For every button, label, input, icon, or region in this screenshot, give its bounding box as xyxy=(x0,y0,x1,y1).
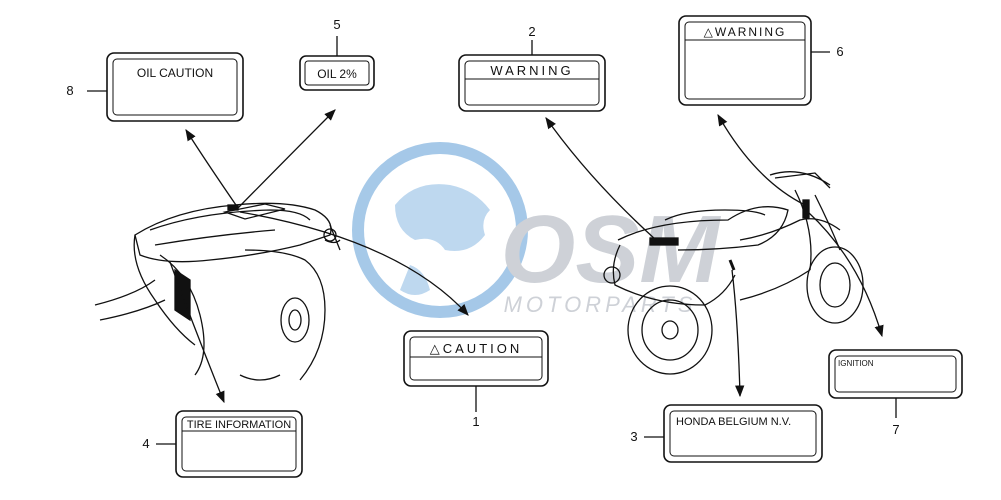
scooter-side-illustration xyxy=(603,171,864,375)
callout-5: 5 xyxy=(333,17,340,32)
callout-8: 8 xyxy=(66,83,73,98)
label-2-text: WARNING xyxy=(490,63,573,78)
watermark-logo: OSM MOTORPARTS xyxy=(352,142,721,318)
label-5-text: OIL 2% xyxy=(317,67,357,81)
label-6-text: △WARNING xyxy=(704,25,787,39)
label-5-oil-2-percent: OIL 2% 5 xyxy=(299,17,375,91)
label-8-oil-caution: OIL CAUTION 8 xyxy=(66,52,244,122)
callout-2: 2 xyxy=(528,24,535,39)
globe-continents-icon xyxy=(395,184,490,295)
callout-4: 4 xyxy=(142,436,149,451)
callout-6: 6 xyxy=(836,44,843,59)
label-7-ignition: IGNITION 7 xyxy=(828,349,963,437)
label-2-warning: WARNING 2 xyxy=(458,24,606,112)
label-1-text: △CAUTION xyxy=(430,341,523,356)
label-3-text: HONDA BELGIUM N.V. xyxy=(676,416,791,428)
label-1-caution: △CAUTION 1 xyxy=(403,330,549,429)
globe-icon xyxy=(352,142,528,318)
leader-arrows xyxy=(169,109,884,404)
callout-1: 1 xyxy=(472,414,479,429)
label-4-tire-information: TIRE INFORMATION 4 xyxy=(142,410,303,478)
label-3-dealer-plate: HONDA BELGIUM N.V. 3 xyxy=(630,404,823,463)
callout-7: 7 xyxy=(892,422,899,437)
scooter-rear-illustration xyxy=(94,202,341,381)
watermark-tagline: MOTORPARTS xyxy=(504,292,697,317)
label-4-text: TIRE INFORMATION xyxy=(187,419,291,431)
label-7-text: IGNITION xyxy=(838,359,874,368)
label-8-text: OIL CAUTION xyxy=(137,66,213,80)
label-6-warning: △WARNING 6 xyxy=(678,15,844,106)
callout-3: 3 xyxy=(630,429,637,444)
